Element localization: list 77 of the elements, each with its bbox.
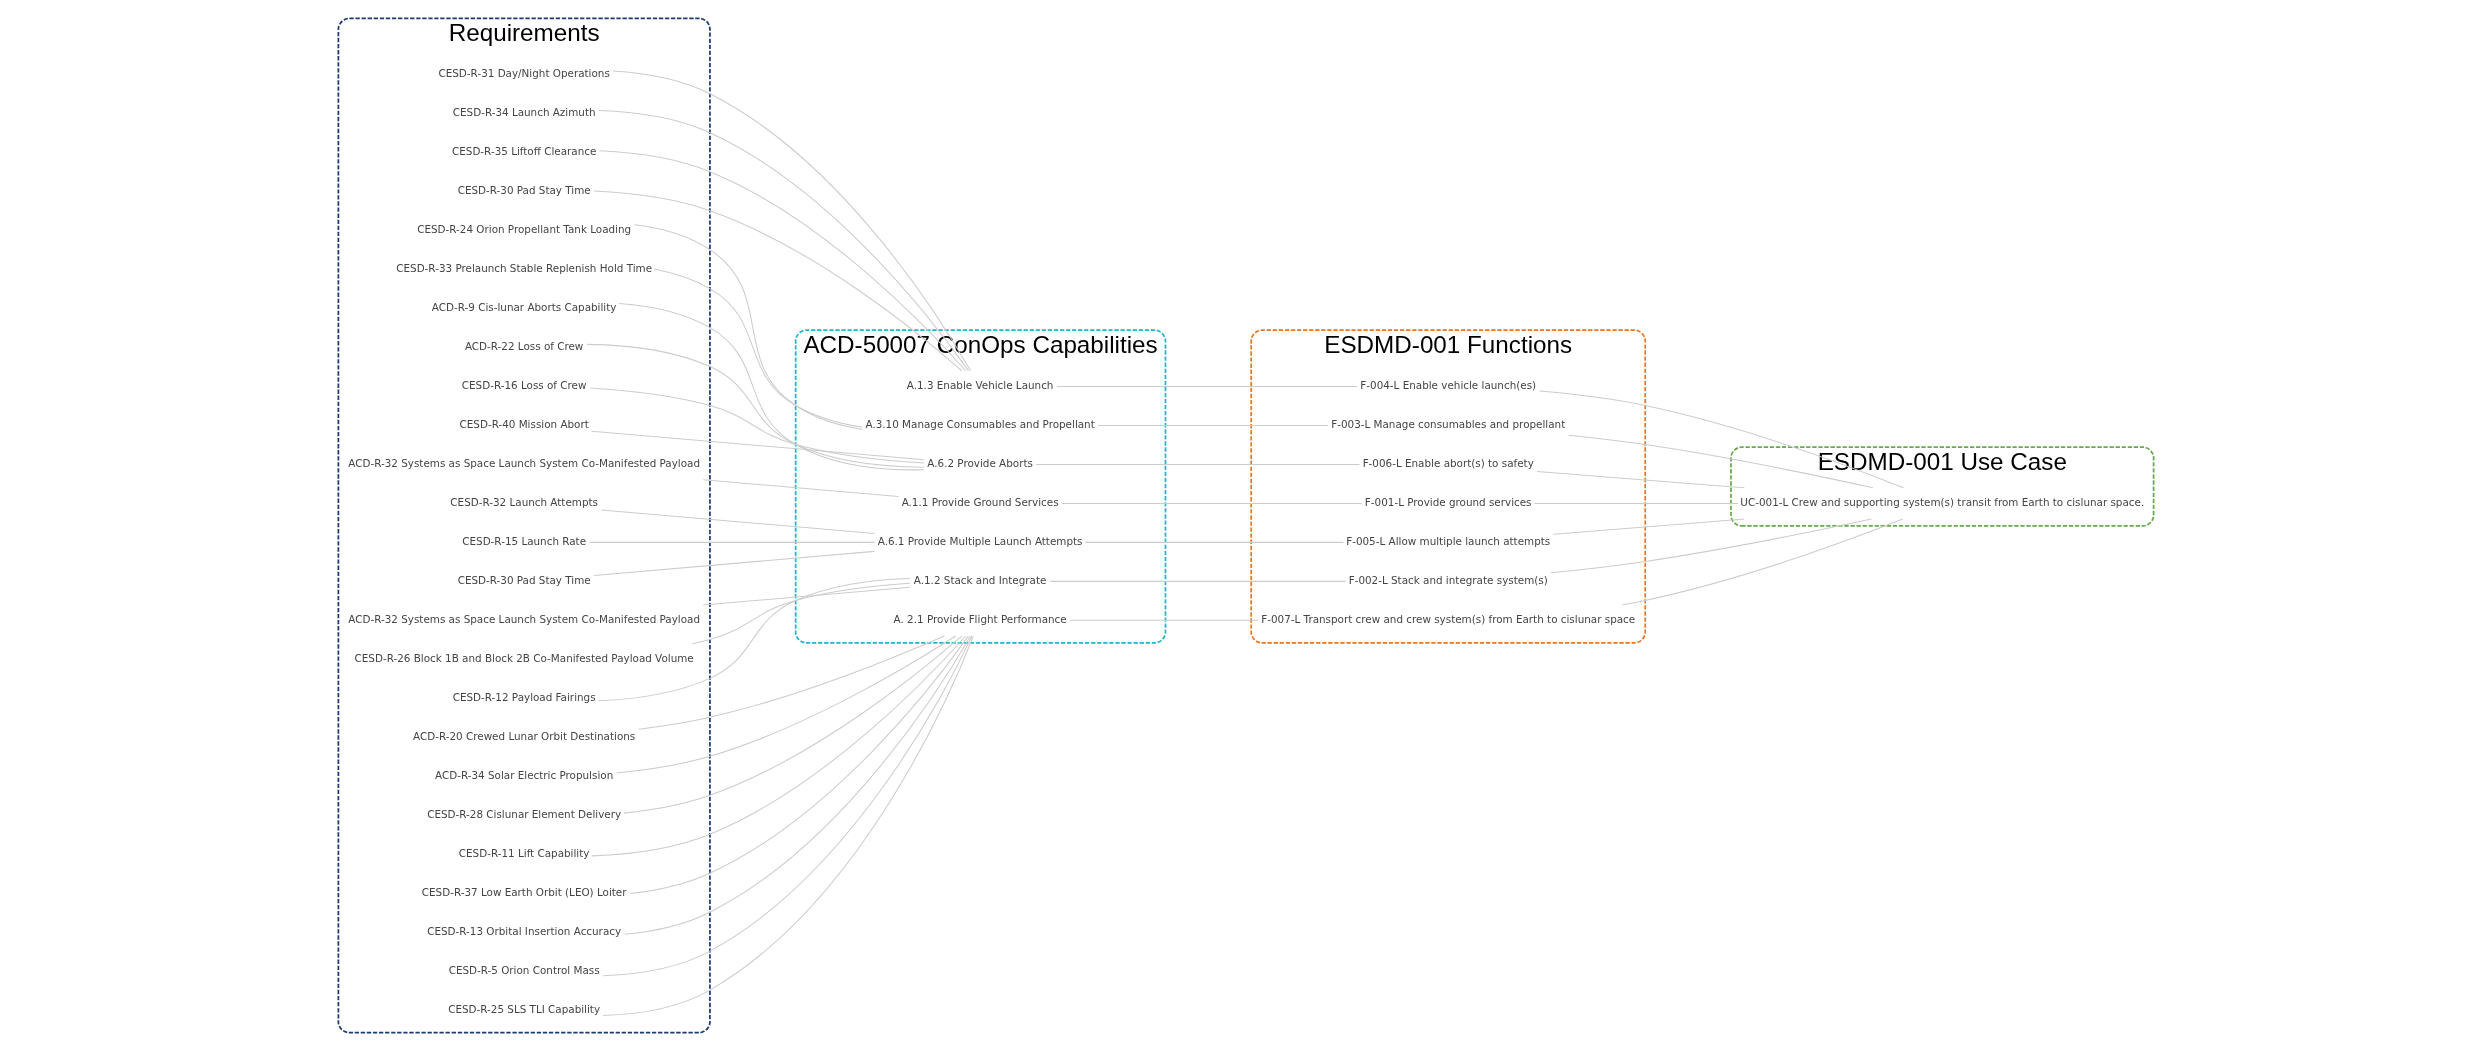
node-text: F-002-L Stack and integrate system(s) <box>1348 574 1548 587</box>
connector <box>588 541 875 543</box>
connector <box>633 224 863 430</box>
connector <box>611 70 971 372</box>
connector <box>590 430 925 461</box>
node-text: ACD-R-32 Systems as Space Launch System Co-Manifested Payload <box>347 613 700 626</box>
connector <box>629 635 969 895</box>
node-text: F-006-L Enable abort(s) to safety <box>1362 457 1534 470</box>
connector <box>593 550 875 576</box>
node-text: F-005-L Allow multiple launch attempts <box>1345 535 1550 548</box>
connector <box>618 302 924 471</box>
node-text: UC-001-L Crew and supporting system(s) transit from Earth to cislunar space. <box>1739 496 2144 509</box>
connector <box>1084 541 1344 543</box>
node-text: CESD-R-15 Launch Rate <box>461 535 586 548</box>
node-text: CESD-R-11 Lift Capability <box>458 846 589 859</box>
connector <box>1060 502 1362 504</box>
node-text: F-003-L Manage consumables and propellant <box>1330 418 1565 431</box>
node-text: CESD-R-33 Prelaunch Stable Replenish Hold Time <box>395 262 652 275</box>
node-text: CESD-R-13 Orbital Insertion Accuracy <box>426 924 621 937</box>
connector <box>1549 518 1872 574</box>
connector <box>1536 470 1745 489</box>
node-text: CESD-R-12 Payload Fairings <box>452 690 596 703</box>
node-text: CESD-R-30 Pad Stay Time <box>457 184 591 197</box>
node-text: CESD-R-35 Liftoff Clearance <box>451 145 596 158</box>
connector <box>1533 502 1738 504</box>
node-text: CESD-R-32 Launch Attempts <box>449 496 598 509</box>
node-text: A.6.2 Provide Aborts <box>926 457 1033 470</box>
connector <box>1055 386 1358 387</box>
node-text: CESD-R-34 Launch Azimuth <box>452 106 596 119</box>
node-text: CESD-R-16 Loss of Crew <box>461 379 586 392</box>
connector <box>1049 580 1346 582</box>
connector <box>590 635 966 857</box>
connector <box>653 268 863 428</box>
connector <box>1567 434 1873 489</box>
node-text: CESD-R-30 Pad Stay Time <box>457 574 591 587</box>
connector <box>637 635 945 730</box>
connector <box>592 190 962 372</box>
node-text: A.6.1 Provide Multiple Launch Attempts <box>877 535 1082 548</box>
node-text: F-004-L Enable vehicle launch(es) <box>1359 379 1536 392</box>
node-text: CESD-R-37 Low Earth Orbit (LEO) Loiter <box>421 885 627 898</box>
node-text: F-001-L Provide ground services <box>1364 496 1532 509</box>
connector <box>1552 518 1745 535</box>
node-text: CESD-R-40 Mission Abort <box>459 418 589 431</box>
connector <box>691 582 910 645</box>
node-text: ACD-R-32 Systems as Space Launch System Co-Manifested Payload <box>347 457 700 470</box>
node-text: CESD-R-26 Block 1B and Block 2B Co-Manifested Payload Volume <box>354 651 694 664</box>
node-text: F-007-L Transport crew and crew system(s) from Earth to cislunar space <box>1260 613 1635 626</box>
connector <box>1538 390 1904 489</box>
node-text: CESD-R-24 Orion Propellant Tank Loading <box>416 223 631 236</box>
connector <box>622 635 962 814</box>
connector <box>586 343 924 468</box>
connector <box>598 150 966 372</box>
connector <box>1097 424 1328 426</box>
node-text: A.1.1 Provide Ground Services <box>901 496 1059 509</box>
node-text: CESD-R-31 Day/Night Operations <box>437 67 610 80</box>
connector <box>623 635 971 935</box>
connector <box>1068 619 1258 621</box>
connector <box>600 509 875 534</box>
connector <box>702 479 899 497</box>
connector <box>1035 463 1360 465</box>
connector <box>1621 518 1903 606</box>
connector <box>589 387 925 464</box>
node-text: CESD-R-5 Orion Control Mass <box>448 963 600 976</box>
node-text: A. 2.1 Provide Flight Performance <box>893 613 1067 626</box>
node-text: A.1.3 Enable Vehicle Launch <box>906 379 1053 392</box>
node-text: A.3.10 Manage Consumables and Propellant <box>864 418 1095 431</box>
node-text: CESD-R-25 SLS TLI Capability <box>447 1002 600 1015</box>
connector <box>702 586 910 606</box>
node-text: ACD-R-9 Cis-lunar Aborts Capability <box>431 301 616 314</box>
node-text: ACD-R-20 Crewed Lunar Orbit Destinations <box>412 729 635 742</box>
node-text: A.1.2 Stack and Integrate <box>913 574 1046 587</box>
node-text: ACD-R-22 Loss of Crew <box>464 340 583 353</box>
node-text: CESD-R-28 Cislunar Element Delivery <box>426 807 621 820</box>
connector <box>597 577 910 702</box>
connector <box>597 110 969 372</box>
node-text: ACD-R-34 Solar Electric Propulsion <box>434 768 613 781</box>
connector <box>615 635 956 774</box>
